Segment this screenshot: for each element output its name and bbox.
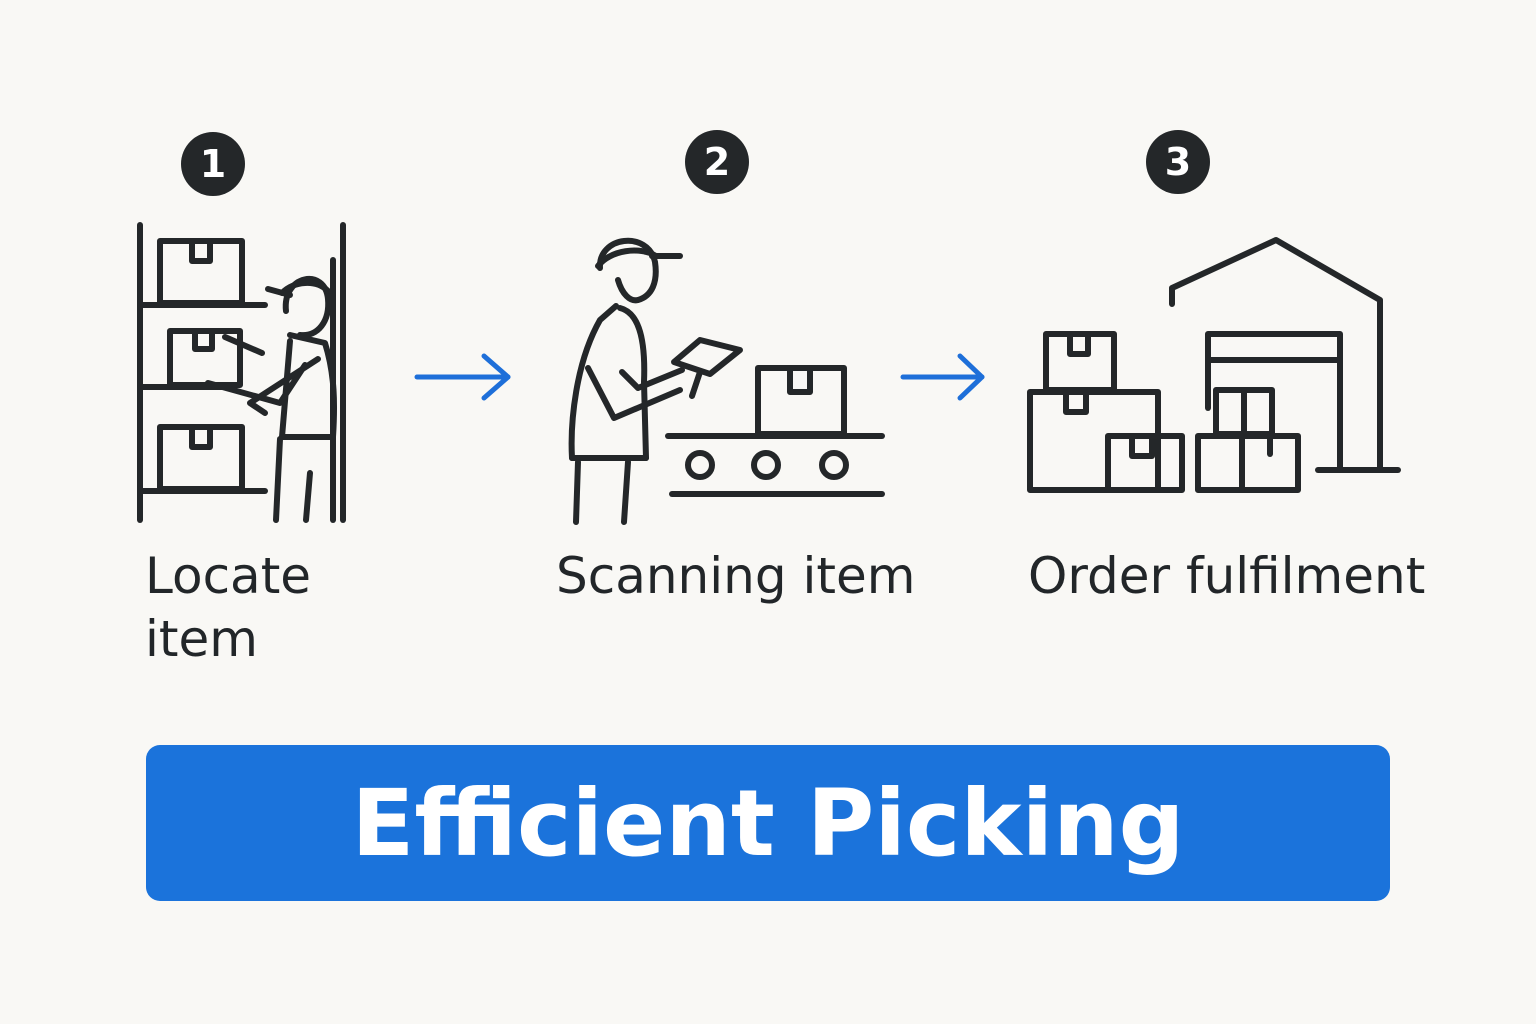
step-3-number: 3 [1164,140,1192,184]
step-1-number: 1 [199,142,227,186]
banner-title: Efficient Picking [351,769,1185,877]
step-2-label: Scanning item [556,547,916,605]
step-2-number: 2 [703,140,731,184]
step-1-label-line-2: item [145,610,258,668]
step-3-number-badge: 3 [1146,130,1210,194]
step-1-label: Locate item [145,545,311,671]
step-1-label-line-1: Locate [145,547,312,605]
step-2-number-badge: 2 [685,130,749,194]
step-3-label: Order fulfilment [1028,547,1426,605]
arrow-2-head [957,353,985,401]
efficient-picking-banner: Efficient Picking [146,745,1390,901]
right-arrow-icon [414,353,511,401]
step-1-number-badge: 1 [181,132,245,196]
warehouse-boxes-icon [1027,237,1401,493]
right-arrow-icon [900,353,985,401]
barcode-scanning-worker-icon [568,237,885,525]
arrow-1-head [481,353,511,401]
warehouse-shelf-worker-icon [137,222,346,523]
